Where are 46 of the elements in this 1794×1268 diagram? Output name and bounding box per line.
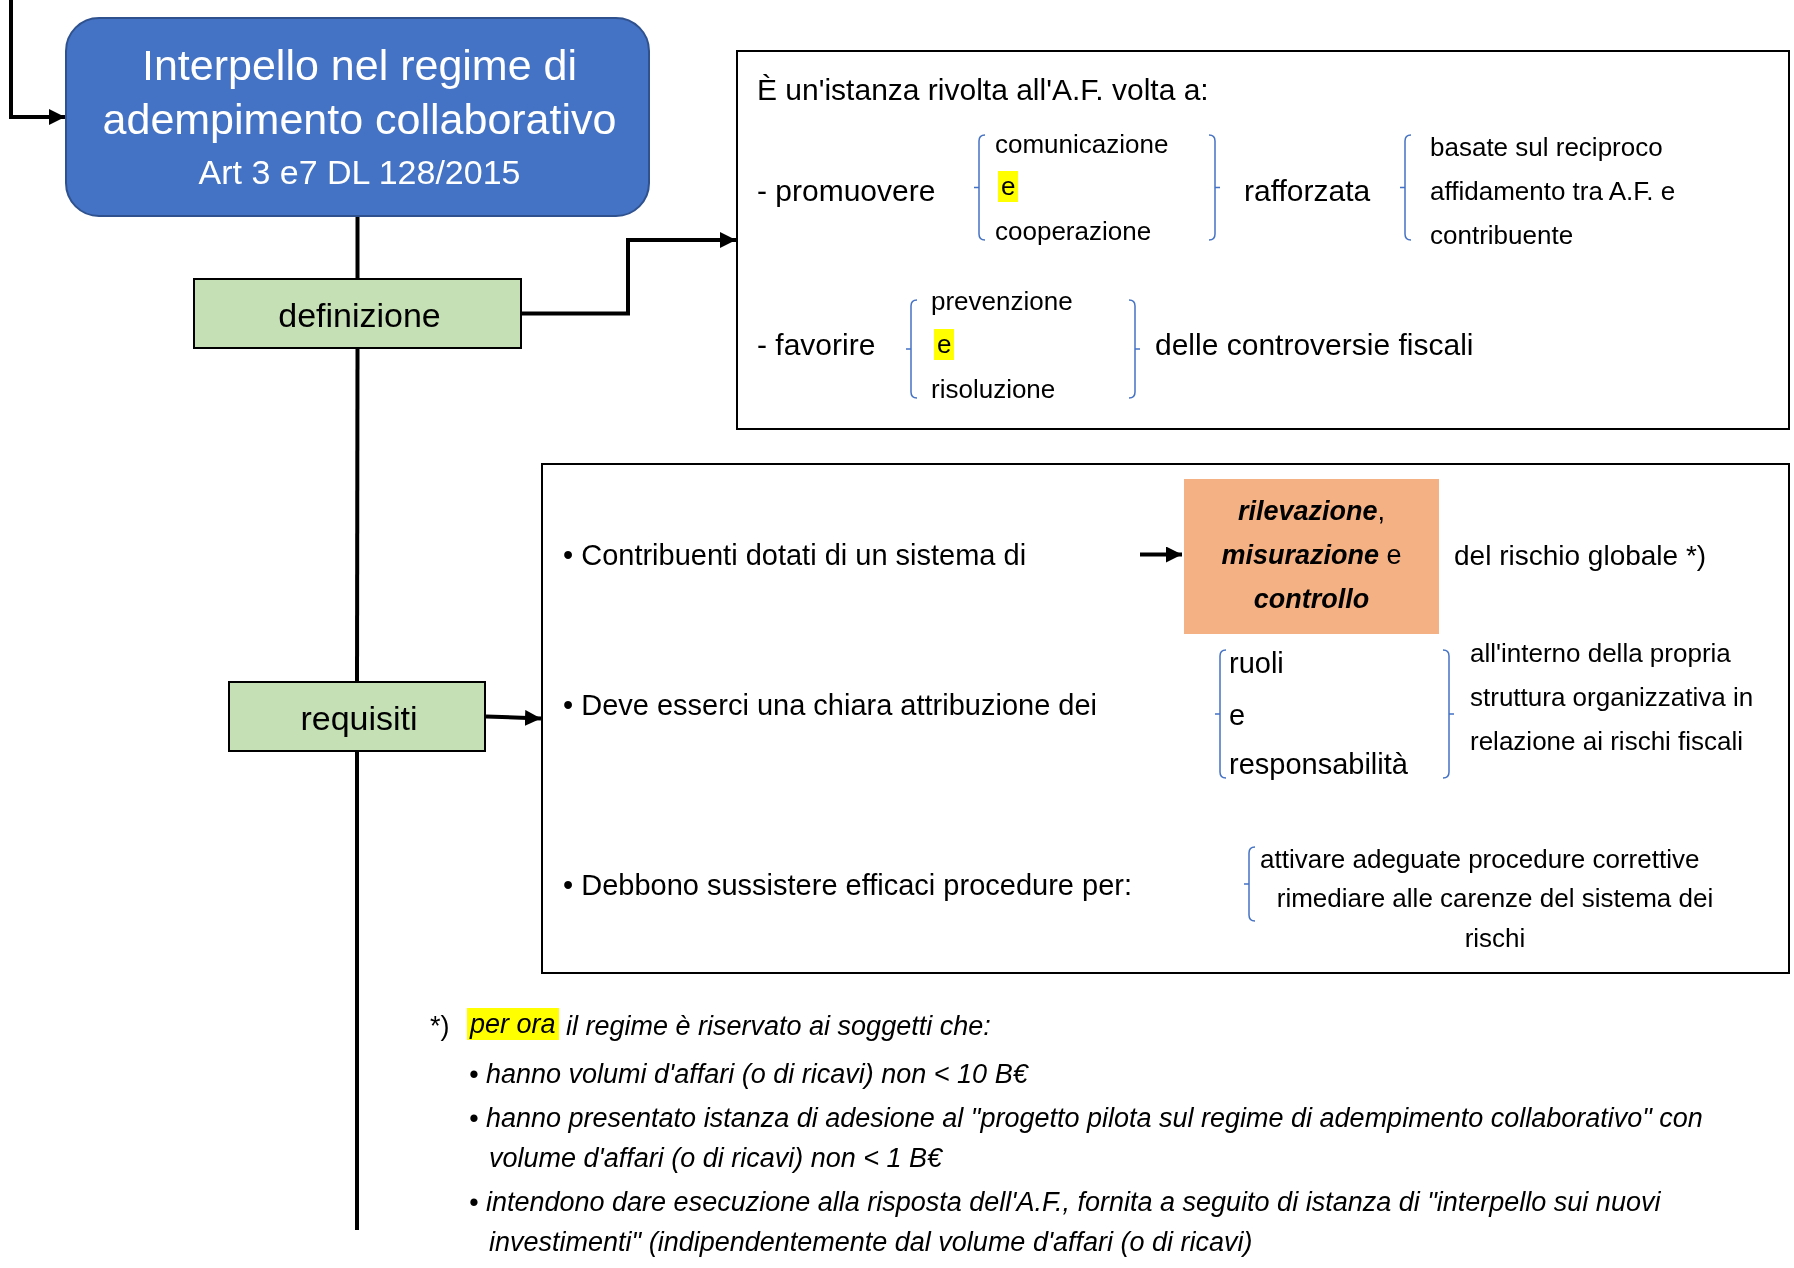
item-text: responsabilità — [1229, 747, 1408, 782]
item-text: attivare adeguate procedure correttive — [1260, 844, 1700, 876]
topic-box — [65, 17, 650, 217]
footnote-text: il regime è riservato ai soggetti che: — [566, 1010, 991, 1043]
subheading-text: Art 3 e7 DL 128/2015 — [197, 152, 522, 192]
highlight-box — [1184, 479, 1439, 634]
section-label: requisiti — [299, 698, 419, 738]
bullet-item: • Contribuenti dotati di un sistema di — [563, 538, 1027, 573]
item-text: del rischio globale *) — [1454, 539, 1707, 573]
connector-line — [355, 349, 360, 681]
item-text: - promuovere — [757, 173, 936, 209]
footnote-item: • intendono dare esecuzione alla risposta dell'A.F., fornita a seguito di istanza di "interpello sui nuovi investimenti" (indipendentemente dal volume d'affari (o di ricavi) — [469, 1186, 1662, 1259]
footnote-item: • hanno presentato istanza di adesione al "progetto pilota sul regime di adempimento collaborativo" con volume d'affari (o di ricavi) non < 1 B€ — [469, 1102, 1704, 1175]
highlighted-text: e — [934, 329, 955, 361]
item-text: rimediare alle carenze del sistema dei rischi — [1275, 882, 1715, 955]
item-text: comunicazione — [995, 129, 1169, 161]
item-text: all'interno della propria struttura organizzativa in relazione ai rischi fiscali — [1470, 637, 1755, 758]
item-text: prevenzione — [931, 286, 1073, 318]
panel-heading: È un'istanza rivolta all'A.F. volta a: — [757, 72, 1209, 108]
arrow — [1140, 546, 1182, 563]
item-text: - favorire — [757, 327, 876, 363]
connector-line — [355, 217, 360, 278]
item-text: ruoli — [1229, 646, 1284, 681]
arrow — [522, 232, 736, 316]
emphasis-text: rilevazione, misurazione e controllo — [1220, 495, 1403, 616]
heading-text: Interpello nel regime di adempimento collaborativo — [101, 40, 618, 145]
footnote-marker: *) — [430, 1010, 450, 1043]
item-text: risoluzione — [931, 374, 1056, 406]
item-text: cooperazione — [995, 216, 1152, 248]
footnote-item: • hanno volumi d'affari (o di ricavi) non < 10 B€ — [469, 1058, 1030, 1091]
content-panel — [541, 463, 1790, 974]
connector-line — [355, 752, 359, 1230]
arrow — [9, 0, 65, 125]
item-text: delle controversie fiscali — [1155, 327, 1474, 363]
item-text: basate sul reciproco affidamento tra A.F. e contribuente — [1430, 131, 1677, 252]
item-text: e — [1229, 698, 1246, 733]
content-panel — [736, 50, 1790, 430]
section-label: definizione — [277, 295, 442, 335]
section-box — [228, 681, 486, 752]
highlighted-text: e — [998, 171, 1019, 203]
section-box — [193, 278, 522, 349]
arrow — [485, 709, 542, 726]
highlighted-text: per ora — [467, 1008, 559, 1041]
bullet-item: • Deve esserci una chiara attribuzione dei — [563, 688, 1098, 723]
item-text: rafforzata — [1244, 173, 1371, 209]
bullet-item: • Debbono sussistere efficaci procedure per: — [563, 868, 1132, 903]
